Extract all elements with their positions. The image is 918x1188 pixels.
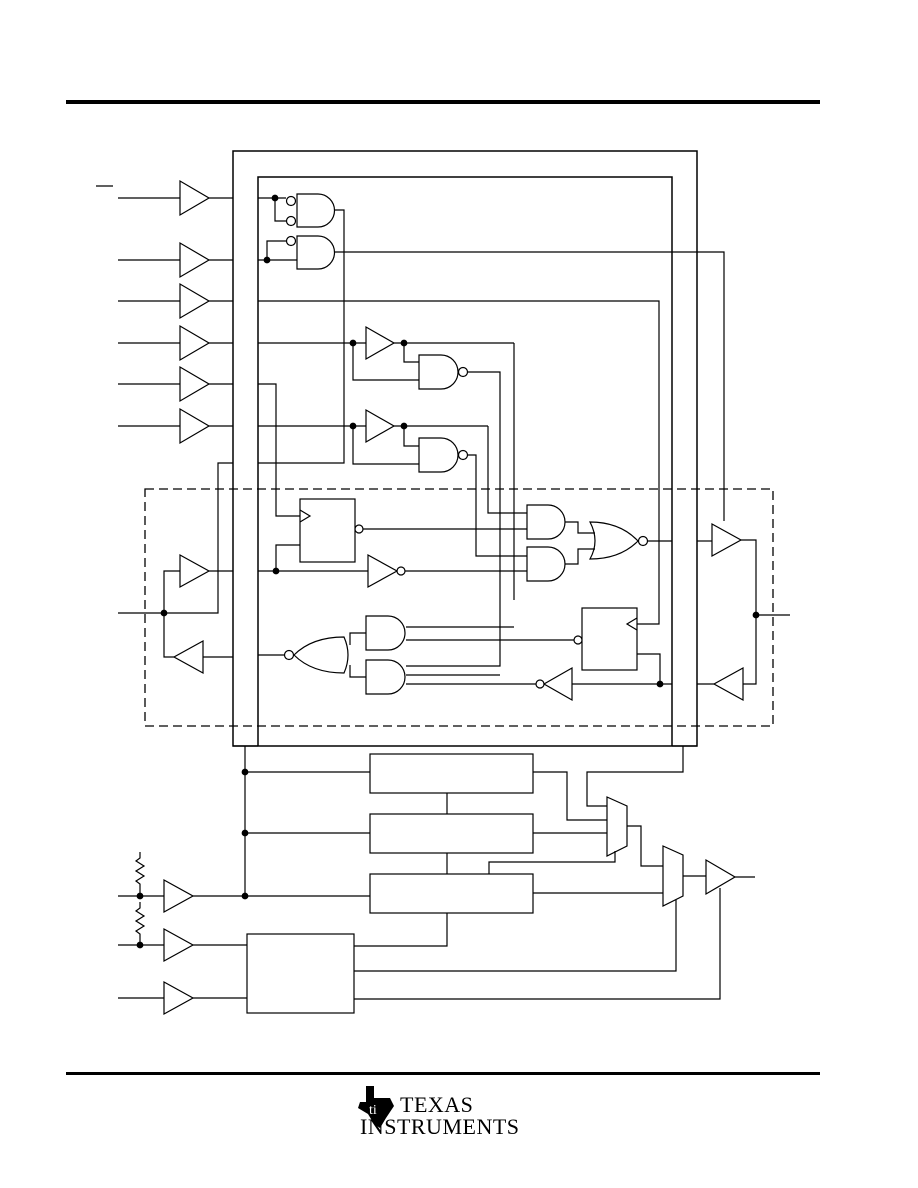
inverter-bubble (535, 679, 545, 689)
clock-marker (299, 509, 312, 523)
input-buffers-top (118, 179, 233, 445)
feedback-wire-left (258, 383, 300, 517)
and-nor-lower (258, 615, 514, 695)
io-right-buffers (697, 522, 790, 702)
inverter (367, 553, 399, 589)
buffer (365, 408, 396, 444)
and-or-output (526, 504, 672, 582)
output-buffer (705, 858, 737, 896)
inverter-bubble (573, 635, 583, 645)
inverter-bubble (283, 649, 295, 661)
register-stack (193, 746, 534, 914)
clock-marker (625, 617, 638, 631)
mux-1 (606, 796, 628, 857)
input-buffer (179, 407, 211, 445)
inverter-bubble (354, 524, 364, 534)
texas-state-icon: ti (358, 1086, 394, 1128)
inverter (542, 666, 573, 702)
inverter-bubble (285, 235, 297, 247)
input-buffer (179, 241, 211, 279)
flip-flop-upper (258, 498, 527, 589)
bus-inner (257, 176, 673, 746)
inverter-bubble (285, 215, 297, 227)
input-buffer (179, 179, 211, 217)
inverter-bubble (396, 566, 406, 576)
top-rule (66, 100, 820, 104)
logo-line-instruments: INSTRUMENTS (360, 1114, 520, 1139)
mux-2 (662, 845, 684, 907)
texas-instruments-logo: ti TEXAS INSTRUMENTS (356, 1084, 526, 1144)
line-301 (258, 300, 660, 625)
control-block (118, 852, 448, 1016)
input-buffer (179, 365, 211, 403)
logo-line-texas: TEXAS (400, 1092, 474, 1117)
inverter-bubble (637, 535, 649, 547)
output-mux-chain (354, 746, 755, 1000)
inverter-bubble (457, 449, 469, 461)
input-buffer (179, 282, 211, 320)
buffer (365, 325, 396, 361)
and-gates-top (258, 193, 725, 521)
io-cell-box (144, 488, 774, 727)
inverter-bubble (457, 366, 469, 378)
flip-flop-lower (406, 607, 672, 702)
inverter-bubble (285, 195, 297, 207)
io-left-buffers (118, 462, 233, 675)
bus-outer (232, 150, 698, 747)
buffer-nand-pair-1 (258, 325, 515, 667)
input-buffer (179, 324, 211, 362)
pullup-resistor (134, 852, 146, 896)
bottom-rule (66, 1072, 820, 1075)
buffer-nand-pair-2 (258, 408, 527, 557)
pullup-resistor (134, 902, 146, 945)
svg-text:ti: ti (369, 1103, 377, 1118)
